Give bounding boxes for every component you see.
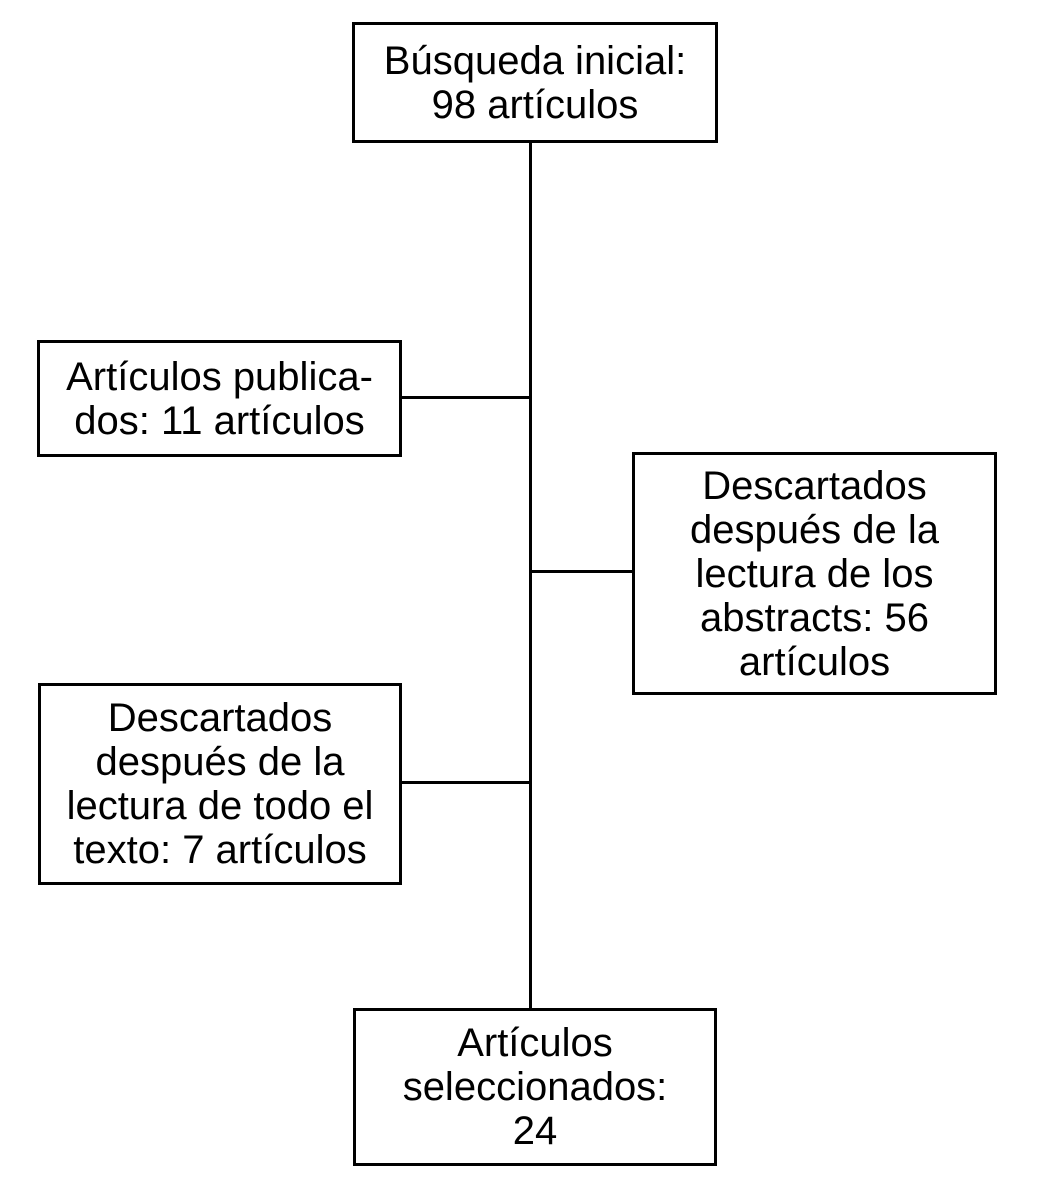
connector-discarded-full-text bbox=[402, 781, 529, 784]
node-discarded-after-abstracts: Descartados después de la lectura de los… bbox=[632, 452, 997, 695]
node-initial-search-label: Búsqueda inicial: 98 artículos bbox=[383, 38, 687, 127]
connector-discarded-abstracts bbox=[529, 570, 632, 573]
node-published-articles-label: Artículos publica- dos: 11 artículos bbox=[66, 354, 373, 443]
node-discarded-after-full-text: Descartados después de la lectura de tod… bbox=[38, 683, 402, 885]
node-published-articles: Artículos publica- dos: 11 artículos bbox=[37, 340, 402, 457]
connector-trunk-vertical bbox=[529, 143, 532, 1008]
connector-published-articles bbox=[402, 396, 529, 399]
node-discarded-after-abstracts-label: Descartados después de la lectura de los… bbox=[689, 463, 940, 684]
node-selected-articles-label: Artículos seleccionados: 24 bbox=[402, 1021, 668, 1153]
node-initial-search: Búsqueda inicial: 98 artículos bbox=[352, 22, 718, 143]
node-discarded-after-full-text-label: Descartados después de la lectura de tod… bbox=[66, 696, 374, 872]
node-selected-articles: Artículos seleccionados: 24 bbox=[353, 1008, 717, 1166]
